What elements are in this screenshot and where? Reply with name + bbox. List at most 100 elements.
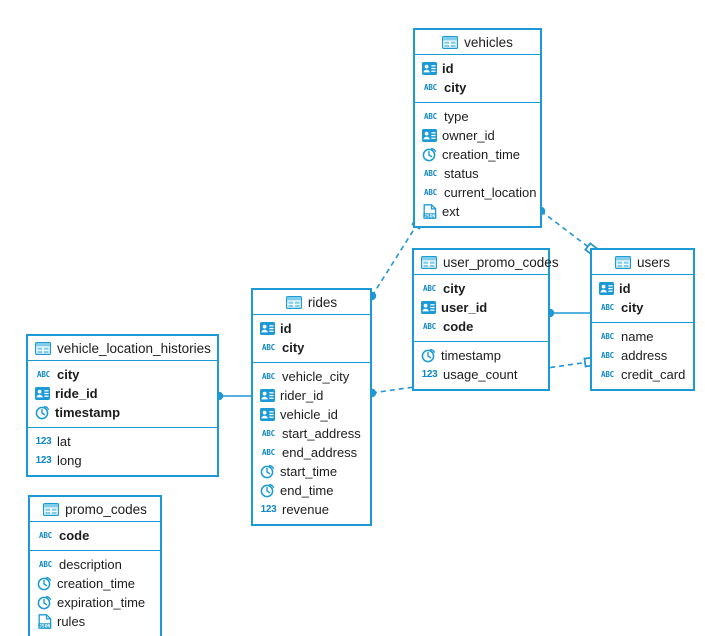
entity-header-rides[interactable]: rides [253, 290, 370, 315]
primary-key-row-user_promo_codes-user_id[interactable]: user_id [414, 298, 548, 317]
field-label: vehicle_city [282, 369, 350, 384]
key-id-icon [422, 128, 437, 143]
entity-header-user_promo_codes[interactable]: user_promo_codes [414, 250, 559, 275]
key-id-icon [260, 321, 275, 336]
entity-header-users[interactable]: users [592, 250, 693, 275]
field-label: rider_id [280, 388, 324, 403]
column-row-rides-end_time[interactable]: end_time [253, 481, 370, 500]
entity-header-vehicle_location_histories[interactable]: vehicle_location_histories [28, 336, 217, 361]
key-id-icon [260, 388, 275, 403]
column-row-rides-start_time[interactable]: start_time [253, 462, 370, 481]
field-label: city [57, 367, 80, 382]
primary-key-row-vehicle_location_histories-city[interactable]: ABC city [28, 365, 217, 384]
field-label: end_address [282, 445, 358, 460]
column-row-vehicles-creation_time[interactable]: creation_time [415, 145, 540, 164]
clock-timestamp-icon [421, 348, 436, 363]
field-label: ext [442, 204, 460, 219]
field-label: ride_id [55, 386, 98, 401]
key-id-icon [422, 61, 437, 76]
entity-name: promo_codes [65, 501, 147, 517]
field-label: start_time [280, 464, 338, 479]
field-label: user_id [441, 300, 488, 315]
key-id-icon [260, 407, 275, 422]
table-grid-icon [35, 341, 51, 356]
field-label: city [282, 340, 305, 355]
field-label: vehicle_id [280, 407, 338, 422]
abc-string-icon: ABC [424, 168, 437, 178]
abc-string-icon: ABC [262, 371, 275, 381]
field-label: long [57, 453, 82, 468]
column-row-promo_codes-expiration_time[interactable]: expiration_time [30, 593, 160, 612]
relationship-line-vehicles-to-users [540, 210, 592, 250]
column-row-vehicles-owner_id[interactable]: owner_id [415, 126, 540, 145]
key-id-icon [599, 281, 614, 296]
field-label: owner_id [442, 128, 495, 143]
clock-timestamp-icon [37, 576, 52, 591]
primary-key-row-vehicle_location_histories-timestamp[interactable]: timestamp [28, 403, 217, 422]
abc-string-icon: ABC [424, 82, 437, 92]
entity-header-vehicles[interactable]: vehicles [415, 30, 540, 55]
field-label: rules [57, 614, 86, 629]
field-label: start_address [282, 426, 361, 441]
number-123-icon: 123 [35, 435, 52, 447]
column-row-user_promo_codes-timestamp[interactable]: timestamp [414, 346, 548, 365]
field-label: id [619, 281, 631, 296]
primary-key-row-vehicles-id[interactable]: id [415, 59, 540, 78]
primary-key-row-vehicles-city[interactable]: ABC city [415, 78, 540, 97]
column-row-promo_codes-creation_time[interactable]: creation_time [30, 574, 160, 593]
field-label: address [621, 348, 668, 363]
entity-header-promo_codes[interactable]: promo_codes [30, 497, 160, 522]
table-grid-icon [43, 502, 60, 517]
clock-timestamp-icon [35, 405, 50, 420]
primary-key-row-vehicle_location_histories-ride_id[interactable]: ride_id [28, 384, 217, 403]
clock-timestamp-icon [422, 147, 437, 162]
column-row-rides-vehicle_city[interactable]: ABC vehicle_city [253, 367, 370, 386]
field-label: description [59, 557, 122, 572]
field-label: name [621, 329, 654, 344]
table-grid-icon [421, 255, 437, 270]
abc-string-icon: ABC [37, 369, 50, 379]
entity-name: vehicles [464, 34, 513, 50]
field-label: city [444, 80, 467, 95]
column-row-vehicles-type[interactable]: ABC type [415, 107, 540, 126]
field-label: type [444, 109, 469, 124]
column-row-rides-vehicle_id[interactable]: vehicle_id [253, 405, 370, 424]
abc-string-icon: ABC [424, 111, 437, 121]
abc-string-icon: ABC [424, 187, 437, 197]
column-row-rides-rider_id[interactable]: rider_id [253, 386, 370, 405]
primary-key-row-rides-id[interactable]: id [253, 319, 370, 338]
key-id-icon [421, 300, 436, 315]
primary-key-row-users-id[interactable]: id [592, 279, 693, 298]
